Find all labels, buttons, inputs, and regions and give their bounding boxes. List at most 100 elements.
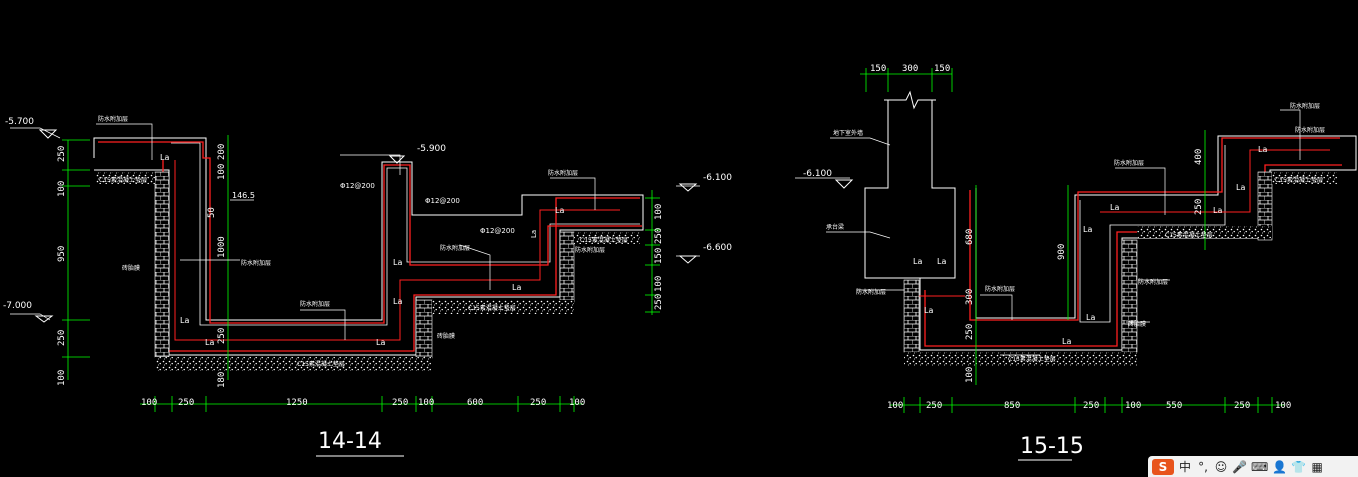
left-callout-1: 146.5 xyxy=(232,191,255,200)
left-label-5: 防水附加层 xyxy=(440,244,470,252)
left-bdim-6: 600 xyxy=(467,398,483,408)
left-idim-1: 200 xyxy=(217,144,227,160)
right-la-5: La xyxy=(1086,313,1095,322)
left-vdim-5: 100 xyxy=(57,370,67,386)
section-title-right: 15-15 xyxy=(1020,434,1084,459)
right-label-5: 防水附加层 xyxy=(1114,159,1144,167)
right-idim-7: 100 xyxy=(965,367,975,383)
level-left-3: -5.900 xyxy=(417,144,446,154)
right-bdim-4: 250 xyxy=(1083,401,1099,411)
left-label-6: 防水附加层 xyxy=(300,300,330,308)
right-bdim-8: 100 xyxy=(1275,401,1291,411)
left-bdim-3: 1250 xyxy=(286,398,308,408)
left-gravel-1 xyxy=(155,357,432,371)
right-idim-3: 900 xyxy=(1057,244,1067,260)
ime-chinese-mode-button[interactable]: 中 xyxy=(1178,460,1191,474)
right-la-1: La xyxy=(913,257,922,266)
right-label-4: 防水附加层 xyxy=(985,285,1015,293)
right-la-4: La xyxy=(1062,337,1071,346)
left-label-3: 砖胎膜 xyxy=(122,264,140,272)
right-la-10: La xyxy=(1258,145,1267,154)
left-callout-2: Φ12@200 xyxy=(340,182,375,190)
left-bdim-2: 250 xyxy=(178,398,194,408)
right-tdim-1: 150 xyxy=(870,64,886,74)
left-rebar-mid xyxy=(174,160,620,341)
left-dimension-lines xyxy=(62,135,660,412)
right-la-8: La xyxy=(1213,206,1222,215)
left-bdim-7: 250 xyxy=(530,398,546,408)
left-la-8: La xyxy=(555,206,564,215)
left-leader-lines xyxy=(10,123,700,340)
break-line xyxy=(884,90,936,110)
right-leader-lines xyxy=(795,109,1301,356)
left-idim-7: 250 xyxy=(654,228,664,244)
left-gravel-4 xyxy=(96,172,155,184)
left-label-12: 防水附加层 xyxy=(575,246,605,254)
right-bdim-2: 250 xyxy=(926,401,942,411)
ime-toolbar[interactable]: S 中 °, ☺ 🎤 ⌨ 👤 👕 ▦ xyxy=(1148,456,1358,477)
left-la-6: La xyxy=(376,338,385,347)
ime-user-icon[interactable]: 👤 xyxy=(1272,459,1288,474)
right-brick-wall-3 xyxy=(1257,171,1273,241)
right-label-8: C15素混凝土垫层 xyxy=(1165,231,1213,239)
right-rebar-inner xyxy=(969,137,1340,321)
left-bdim-4: 250 xyxy=(392,398,408,408)
left-la-7: La xyxy=(512,283,521,292)
left-idim-10: 250 xyxy=(654,294,664,310)
left-label-7: C15素混凝土垫层 xyxy=(297,360,345,368)
section-14-14: -5.700 -7.000 -5.900 -6.100 -6.600 100 2… xyxy=(3,115,732,457)
right-la-3: La xyxy=(924,306,933,315)
level-left-4: -6.100 xyxy=(703,173,732,183)
right-la-9: La xyxy=(1236,183,1245,192)
left-idim-5: 250 xyxy=(217,328,227,344)
left-idim-6: 100 xyxy=(654,204,664,220)
left-vdim-1: 250 xyxy=(57,146,67,162)
ime-toolbox-icon[interactable]: ▦ xyxy=(1311,459,1323,474)
right-gravel-3 xyxy=(1272,172,1338,184)
left-bdim-5: 100 xyxy=(418,398,434,408)
right-bdim-3: 850 xyxy=(1004,401,1020,411)
ime-punctuation-button[interactable]: °, xyxy=(1198,459,1208,474)
left-level-markers xyxy=(34,129,698,323)
left-bdim-1: 100 xyxy=(141,398,157,408)
left-idim-3: 50 xyxy=(207,207,217,218)
right-gravel-2 xyxy=(1137,226,1272,238)
right-gravel-1 xyxy=(904,352,1137,366)
right-brick-wall-2 xyxy=(1121,239,1138,353)
left-la-9: La xyxy=(530,230,538,238)
right-bdim-1: 100 xyxy=(887,401,903,411)
left-gravel-3 xyxy=(574,232,640,244)
ime-keyboard-icon[interactable]: ⌨ xyxy=(1250,459,1269,474)
left-label-11: 砖胎膜 xyxy=(437,332,455,340)
right-label-7: C15素混凝土垫层 xyxy=(1008,355,1056,363)
left-idim-8: 150 xyxy=(654,248,664,264)
right-idim-2: 300 xyxy=(965,289,975,305)
sogou-logo-icon[interactable]: S xyxy=(1152,458,1174,475)
right-bdim-6: 550 xyxy=(1166,401,1182,411)
left-label-4: 防水附加层 xyxy=(241,259,271,267)
right-label-2: 承台梁 xyxy=(826,223,844,231)
right-bdim-5: 100 xyxy=(1125,401,1141,411)
left-brick-wall-1 xyxy=(154,171,170,358)
left-la-2: La xyxy=(180,316,189,325)
left-la-5: La xyxy=(393,297,402,306)
right-label-10: 防水附加层 xyxy=(1138,278,1168,286)
right-rebar-mid xyxy=(1100,149,1330,213)
ime-emoji-icon[interactable]: ☺ xyxy=(1214,459,1228,474)
ime-voice-icon[interactable]: 🎤 xyxy=(1232,459,1247,474)
section-15-15: -6.100 150 300 150 100 250 850 250 100 5… xyxy=(795,64,1357,461)
left-gravel-2 xyxy=(432,300,574,314)
left-vdim-3: 950 xyxy=(57,246,67,262)
ime-skin-icon[interactable]: 👕 xyxy=(1291,459,1307,474)
level-left-1: -5.700 xyxy=(5,117,34,127)
right-label-1: 地下室外墙 xyxy=(833,129,863,137)
left-brick-wall-3 xyxy=(559,231,575,303)
left-vdim-2: 100 xyxy=(57,181,67,197)
right-label-11: 砖胎膜 xyxy=(1128,320,1146,328)
right-label-9: C15素混凝土垫层 xyxy=(1275,176,1323,184)
left-la-1: La xyxy=(160,153,169,162)
left-idim-2: 100 xyxy=(217,164,227,180)
left-la-4: La xyxy=(393,258,402,267)
left-la-3: La xyxy=(205,338,214,347)
